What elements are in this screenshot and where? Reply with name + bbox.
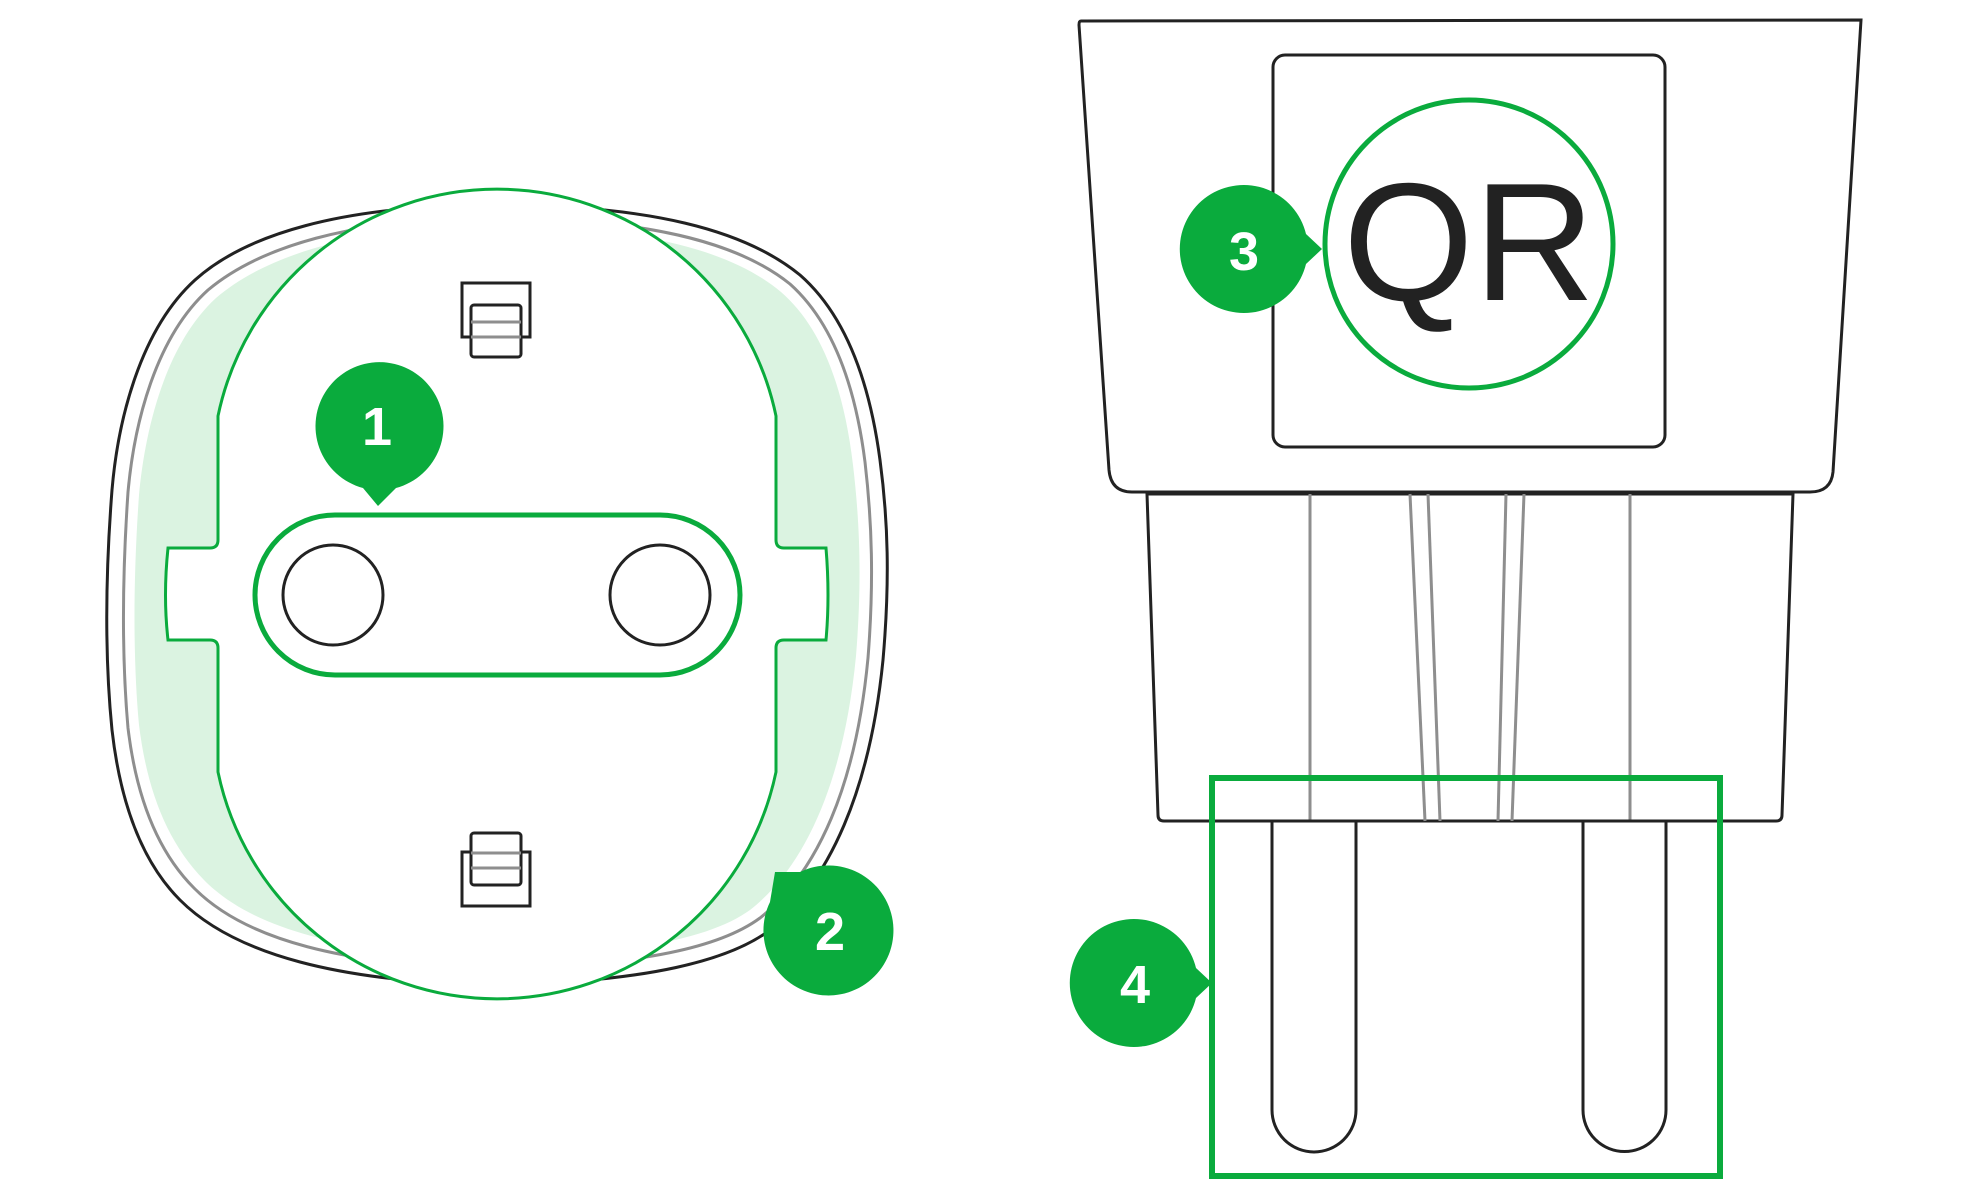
callout-1: 1 [315, 362, 444, 506]
socket-front-view [105, 187, 889, 1001]
callout-4-number: 4 [1120, 955, 1150, 1015]
qr-highlight-circle [1322, 97, 1616, 391]
qr-code-label: QR [1343, 148, 1595, 336]
plug-body-lines [1308, 493, 1632, 822]
pin-hole-left [281, 543, 385, 647]
earth-clip-bottom [460, 831, 532, 908]
callout-3-badge [1179, 185, 1322, 313]
callout-1-badge [315, 362, 444, 506]
callout-3-number: 3 [1229, 222, 1259, 282]
callout-2-number: 2 [815, 902, 845, 962]
plug-side-view: QR [1077, 18, 1863, 1179]
pins-highlight-box [1209, 775, 1723, 1179]
callout-3: 3 [1179, 185, 1322, 313]
callout-1-number: 1 [362, 397, 392, 457]
earth-clip-top [460, 281, 532, 359]
callout-2: 2 [763, 865, 894, 996]
pin-hole-right [608, 543, 712, 647]
callout-2-badge [763, 865, 894, 996]
plug-lower-body [1145, 492, 1795, 823]
callout-4: 4 [1069, 918, 1212, 1047]
plug-pin-right [1581, 819, 1668, 1153]
pin-slot-capsule [252, 512, 743, 678]
callout-4-badge [1069, 918, 1212, 1047]
plug-pin-left [1270, 819, 1358, 1154]
